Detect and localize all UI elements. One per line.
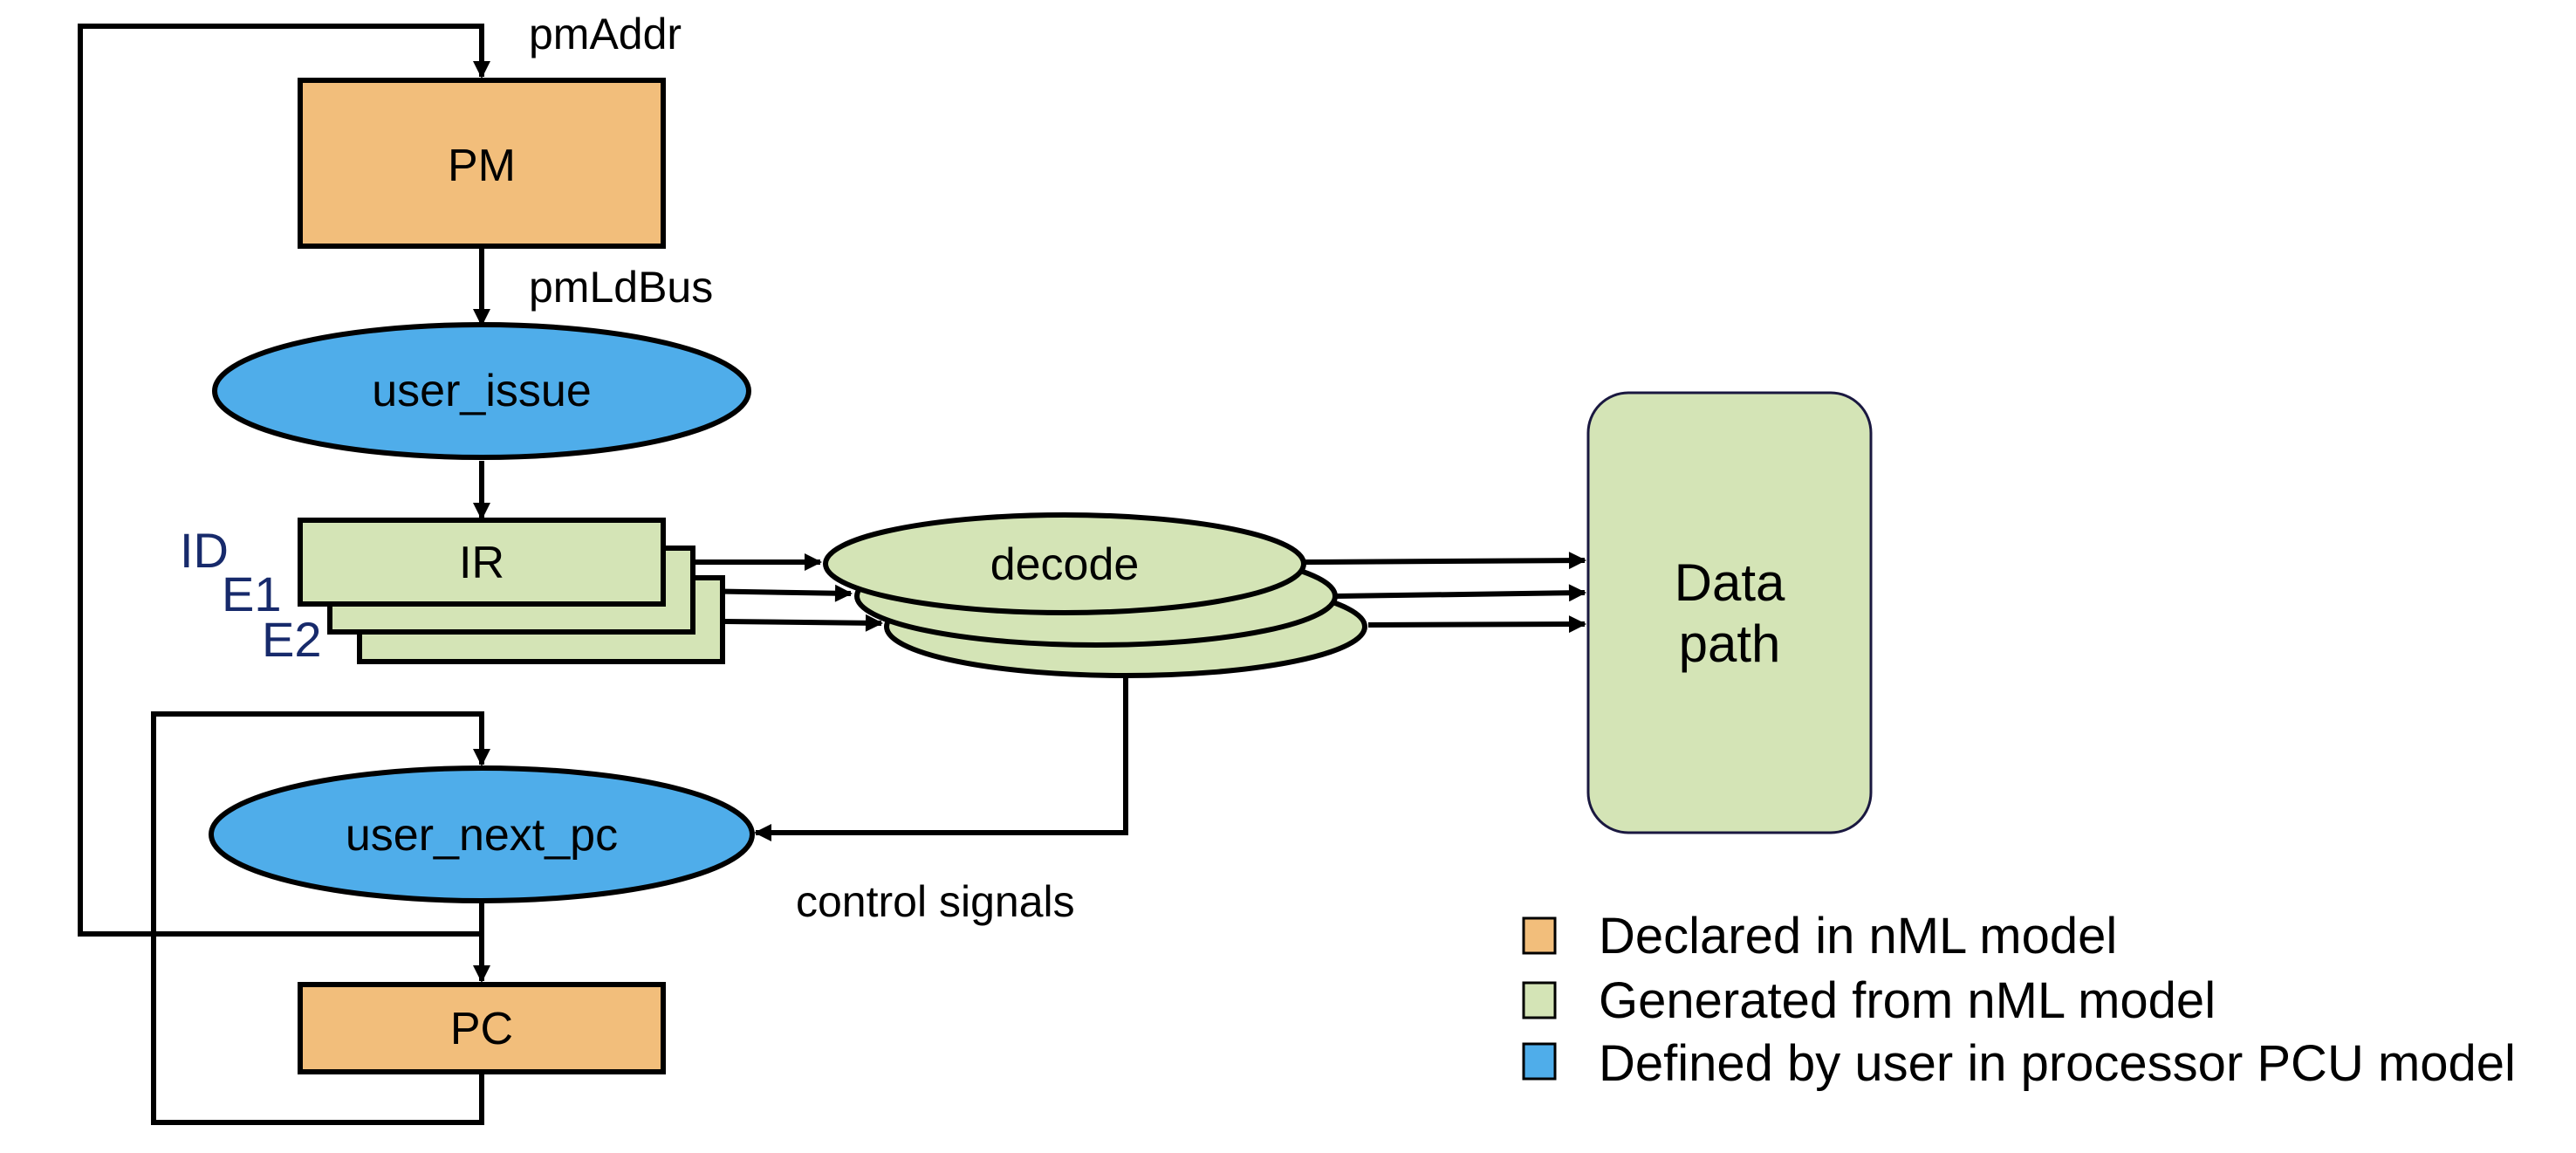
ir-register-id (298, 518, 666, 607)
pm-addr-label: pmAddr (529, 10, 682, 58)
pm-box: PM (298, 78, 666, 249)
legend-label-user: Defined by user in processor PCU model (1599, 1035, 2516, 1092)
pc-feedback-loop (151, 711, 490, 1125)
connectors (78, 24, 1586, 1125)
legend: Declared in nML model Generated from nML… (1522, 908, 2516, 1092)
legend-swatch-user (1522, 1042, 1557, 1081)
pm-addr-loop (78, 24, 490, 937)
pc-box: PC (298, 982, 666, 1074)
legend-item-declared: Declared in nML model (1522, 908, 2117, 964)
control-signals-arrow (754, 677, 1128, 841)
pc-label: PC (450, 1004, 513, 1054)
decode-to-datapath-arrow-1 (1305, 552, 1586, 570)
legend-swatch-declared (1522, 916, 1557, 955)
stage-label-e2: E2 (262, 612, 322, 667)
user-issue-label: user_issue (372, 366, 591, 416)
ir-to-decode-arrow-3 (723, 614, 883, 632)
stage-label-e1: E1 (222, 566, 282, 621)
datapath-label-line1: Data (1675, 553, 1785, 612)
decode-stack: decode (823, 512, 1367, 678)
decode-label: decode (990, 539, 1140, 590)
stage-label-id: ID (180, 523, 229, 578)
decode-to-datapath-arrow-2 (1336, 584, 1586, 602)
decode-id (823, 512, 1306, 615)
legend-label-declared: Declared in nML model (1599, 908, 2117, 964)
control-signals-label: control signals (796, 877, 1075, 926)
ir-stack: IR (298, 518, 725, 664)
user-next-pc-node: user_next_pc (209, 765, 755, 903)
datapath-label-line2: path (1679, 614, 1781, 673)
legend-item-generated: Generated from nML model (1522, 972, 2216, 1029)
pm-ld-bus-label: pmLdBus (529, 263, 713, 312)
decode-to-datapath-arrow-3 (1367, 615, 1586, 634)
user-issue-node: user_issue (212, 322, 751, 460)
legend-label-generated: Generated from nML model (1599, 972, 2216, 1029)
pm-label: PM (448, 141, 516, 191)
user-next-pc-label: user_next_pc (346, 810, 618, 861)
legend-item-user: Defined by user in processor PCU model (1522, 1035, 2516, 1092)
ir-label: IR (459, 538, 504, 588)
datapath-box: Data path (1586, 391, 1873, 834)
legend-swatch-generated (1522, 981, 1557, 1019)
